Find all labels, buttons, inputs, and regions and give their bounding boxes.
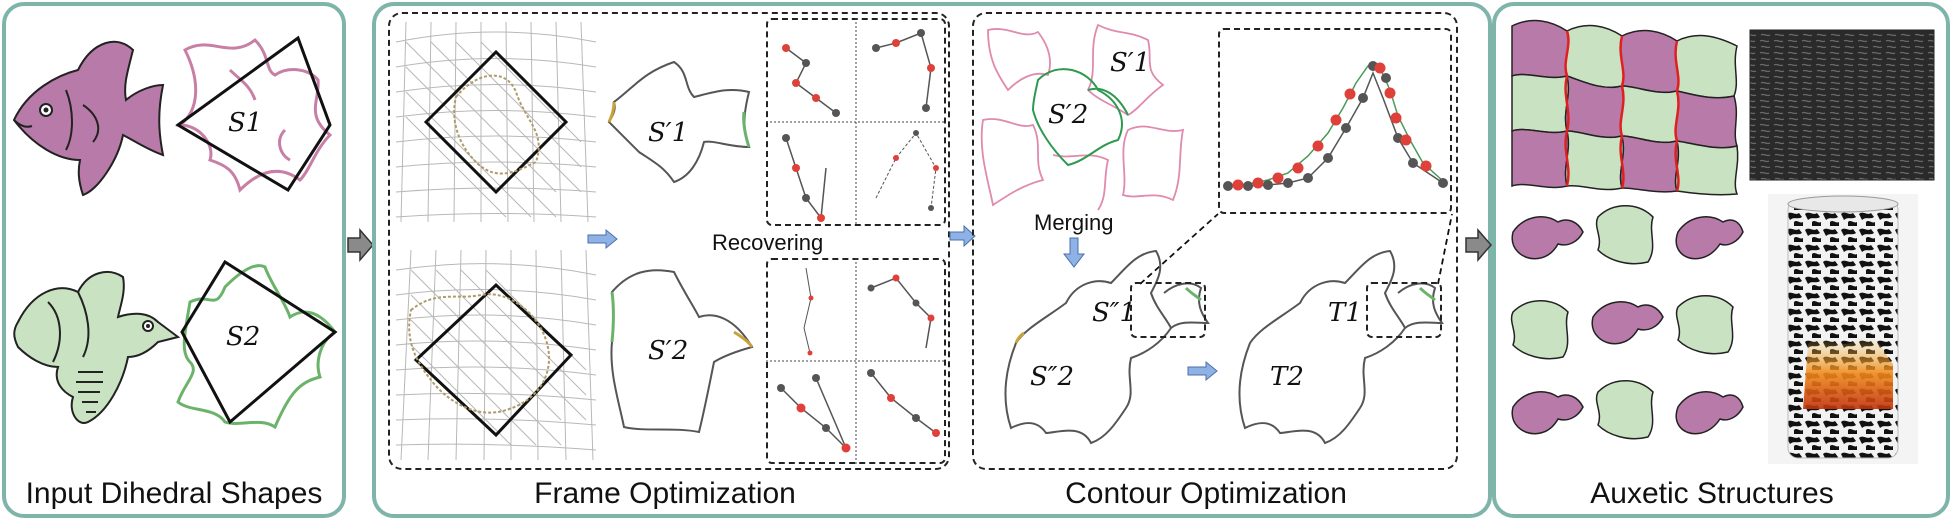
s2-prime-contour-label: S′2 bbox=[1048, 100, 1089, 130]
s1-prime-contour-label: S′1 bbox=[1110, 48, 1151, 78]
bird-image bbox=[13, 271, 181, 424]
merged-shape bbox=[1004, 249, 1210, 445]
recovering-curves-bottom bbox=[766, 258, 946, 464]
s1-tile bbox=[175, 35, 333, 193]
arrow-icon bbox=[347, 227, 374, 263]
merging-label: Merging bbox=[1034, 210, 1114, 235]
arrow-right-icon bbox=[1187, 360, 1218, 382]
auxetic-caption: Auxetic Structures bbox=[1590, 477, 1834, 510]
s2-prime-shape bbox=[610, 269, 754, 434]
contour-caption: Contour Optimization bbox=[1065, 477, 1347, 510]
t2-label: T2 bbox=[1270, 362, 1304, 392]
auxetic-sheet-photo bbox=[1749, 29, 1935, 181]
zoomed-contour-curve bbox=[1223, 61, 1448, 191]
contour-optimization-box bbox=[972, 12, 1458, 470]
s1-prime-shape bbox=[607, 60, 751, 184]
mesh-grid-top bbox=[395, 21, 597, 223]
merged-detail-box bbox=[1130, 282, 1206, 338]
s2-tile bbox=[176, 259, 338, 430]
t1-label: T1 bbox=[1328, 298, 1362, 328]
arrow-down-icon bbox=[1062, 237, 1086, 268]
final-shape bbox=[1238, 249, 1444, 445]
s2-prime-label: S′2 bbox=[648, 336, 689, 366]
arrow-right-icon bbox=[587, 228, 618, 250]
tessellation-image bbox=[1511, 19, 1739, 196]
recovering-curves-top bbox=[766, 18, 946, 226]
mesh-grid-bottom bbox=[395, 249, 597, 461]
arrow-right-icon bbox=[949, 224, 976, 248]
optimization-panel bbox=[372, 2, 1492, 518]
arrow-icon bbox=[1465, 227, 1492, 263]
final-detail-box bbox=[1366, 282, 1442, 338]
s1-dprime-label: S″1 bbox=[1092, 298, 1137, 328]
recovering-label: Recovering bbox=[712, 230, 824, 255]
frame-optimization-box bbox=[388, 12, 950, 470]
s2-dprime-label: S″2 bbox=[1030, 362, 1075, 392]
fish-image bbox=[12, 40, 165, 197]
s2-label: S2 bbox=[226, 322, 261, 352]
separated-tiles-image bbox=[1510, 205, 1744, 440]
s1-prime-label: S′1 bbox=[648, 118, 689, 148]
zoom-inset bbox=[1218, 28, 1452, 214]
frame-caption: Frame Optimization bbox=[534, 477, 796, 510]
zoom-connector-lines bbox=[1139, 213, 1453, 285]
tiled-contours bbox=[980, 23, 1185, 211]
s1-label: S1 bbox=[228, 108, 263, 138]
auxetic-cylinder-photo bbox=[1768, 194, 1918, 464]
input-caption: Input Dihedral Shapes bbox=[25, 477, 323, 510]
